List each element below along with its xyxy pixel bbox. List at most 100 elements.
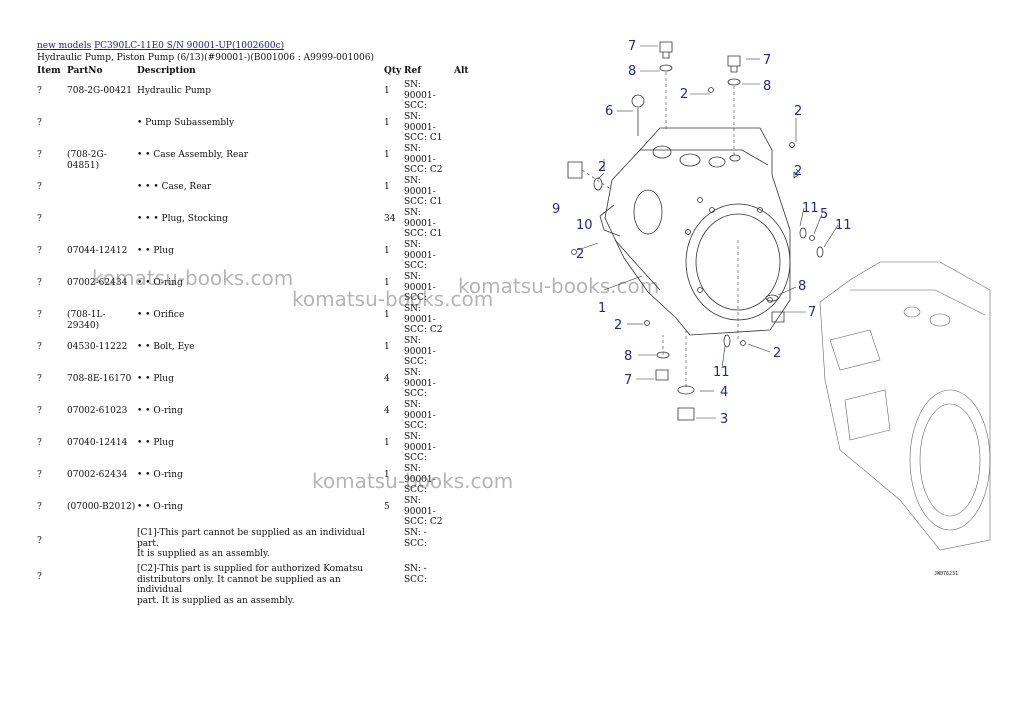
- ref-line: SN: 90001-: [404, 368, 436, 389]
- callout-label: 7: [628, 39, 636, 54]
- column-header-item: Item: [37, 66, 61, 76]
- cell-partno: 708-8E-16170: [67, 374, 132, 384]
- cell-ref: SN: 90001-SCC:: [404, 336, 454, 368]
- cell-qty: 4: [384, 374, 390, 384]
- cell-alt: [454, 336, 484, 368]
- note-row: ?[C1]-This part cannot be supplied as an…: [37, 528, 484, 564]
- cell-qty: [384, 528, 404, 564]
- cell-partno: [67, 208, 137, 240]
- callout-label: 2: [576, 247, 584, 262]
- exploded-parts-diagram: 7 8 6 2 9 10 1 2 8 7 4 3 7 8 2 2 11 5 11…: [552, 39, 991, 577]
- note-line: part. It is supplied as an assembly.: [137, 595, 295, 606]
- callout-label: 8: [624, 349, 632, 364]
- ref-line: SN: 90001-: [404, 176, 436, 197]
- cell-description: Hydraulic Pump: [137, 86, 211, 96]
- ref-line: SN: 90001-: [404, 272, 436, 293]
- ref-line: SN: 90001-: [404, 304, 436, 325]
- cell-item: ?: [37, 470, 42, 480]
- ref-line: SCC:: [404, 421, 427, 431]
- callout-label: 5: [820, 207, 828, 222]
- cell-item: ?: [37, 406, 42, 416]
- cell-qty: 1: [384, 86, 390, 96]
- ref-line: SN: 90001-: [404, 80, 436, 101]
- cell-alt: [454, 368, 484, 400]
- ref-line: SN: 90001-: [404, 240, 436, 261]
- new-models-link[interactable]: new models: [37, 41, 92, 51]
- cell-partno: 708-2G-00421: [67, 86, 132, 96]
- cell-alt: [454, 240, 484, 272]
- cell-item: ?: [37, 214, 42, 224]
- callout-labels: 7 8 6 2 9 10 1 2 8 7 4 3 7 8 2 2 11 5 11…: [552, 39, 852, 427]
- parts-table: Item PartNo Description Qty Ref Alt ?708…: [37, 66, 484, 606]
- callout-label: 4: [720, 385, 728, 400]
- cell-description: • Pump Subassembly: [137, 118, 235, 128]
- cell-qty: 1: [384, 150, 390, 160]
- cell-alt: [454, 112, 484, 144]
- cell-ref: SN: 90001-SCC:: [404, 240, 454, 272]
- cell-qty: 4: [384, 406, 390, 416]
- cell-ref: SN: 90001-SCC: C1: [404, 208, 454, 240]
- cell-description: • • • Plug, Stocking: [137, 214, 228, 224]
- cell-ref: SN: 90001-SCC: C2: [404, 304, 454, 336]
- cell-ref: SN: -SCC:: [404, 564, 454, 606]
- cell-ref: SN: -SCC:: [404, 528, 454, 564]
- cell-alt: [454, 464, 484, 496]
- cell-item: ?: [37, 438, 42, 448]
- ref-line: SN: 90001-: [404, 400, 436, 421]
- ref-line: SCC:: [404, 538, 427, 549]
- ref-line: SCC:: [404, 453, 427, 463]
- callout-label: 7: [763, 53, 771, 68]
- callout-label: 1: [598, 301, 606, 316]
- cell-ref: SN: 90001-SCC: C1: [404, 176, 454, 208]
- cell-alt: [454, 272, 484, 304]
- cell-item: ?: [37, 182, 42, 192]
- callout-label: 11: [713, 365, 730, 380]
- ref-line: SCC: C2: [404, 517, 443, 527]
- note-line: [C1]-This part cannot be supplied as an …: [137, 528, 365, 549]
- callout-label: 8: [628, 64, 636, 79]
- cell-description: [C1]-This part cannot be supplied as an …: [137, 528, 384, 564]
- callout-label: 7: [808, 305, 816, 320]
- callout-label: 2: [773, 346, 781, 361]
- column-header-ref: Ref: [404, 66, 422, 76]
- cell-ref: SN: 90001-SCC: C2: [404, 496, 454, 528]
- cell-description: • • Plug: [137, 374, 174, 384]
- ref-line: SCC:: [404, 389, 427, 399]
- ref-line: SN: 90001-: [404, 464, 436, 485]
- cell-description: • • • Case, Rear: [137, 182, 212, 192]
- callout-label: 7: [624, 373, 632, 388]
- cell-item: ?: [37, 502, 42, 512]
- callout-label: 2: [598, 160, 606, 175]
- cell-alt: [454, 80, 484, 112]
- model-link[interactable]: PC390LC-11E0 S/N 90001-UP(1002600c): [94, 41, 285, 51]
- callout-label: 10: [576, 218, 593, 233]
- column-header-description: Description: [137, 66, 196, 76]
- cell-ref: SN: 90001-SCC:: [404, 272, 454, 304]
- cell-description: • • O-ring: [137, 470, 183, 480]
- cell-alt: [454, 528, 484, 564]
- cell-description: [C2]-This part is supplied for authorize…: [137, 564, 384, 606]
- cell-partno: (708-1L-29340): [67, 310, 106, 331]
- cell-item: ?: [37, 118, 42, 128]
- cell-alt: [454, 176, 484, 208]
- column-header-alt: Alt: [454, 66, 469, 76]
- cell-partno: [67, 564, 137, 606]
- cell-alt: [454, 400, 484, 432]
- cell-item: ?: [37, 278, 42, 288]
- cell-partno: [67, 176, 137, 208]
- cell-ref: SN: 90001-SCC: C1: [404, 112, 454, 144]
- cell-qty: [384, 564, 404, 606]
- cell-partno: 07002-62434: [67, 470, 128, 480]
- callout-label: 3: [720, 412, 728, 427]
- ref-line: SN: 90001-: [404, 112, 436, 133]
- ref-line: SCC: C2: [404, 325, 443, 335]
- page-title: Hydraulic Pump, Piston Pump (6/13)(#9000…: [37, 53, 374, 63]
- cell-qty: 1: [384, 438, 390, 448]
- cell-ref: SN: 90001-SCC:: [404, 400, 454, 432]
- callout-label: 2: [794, 104, 802, 119]
